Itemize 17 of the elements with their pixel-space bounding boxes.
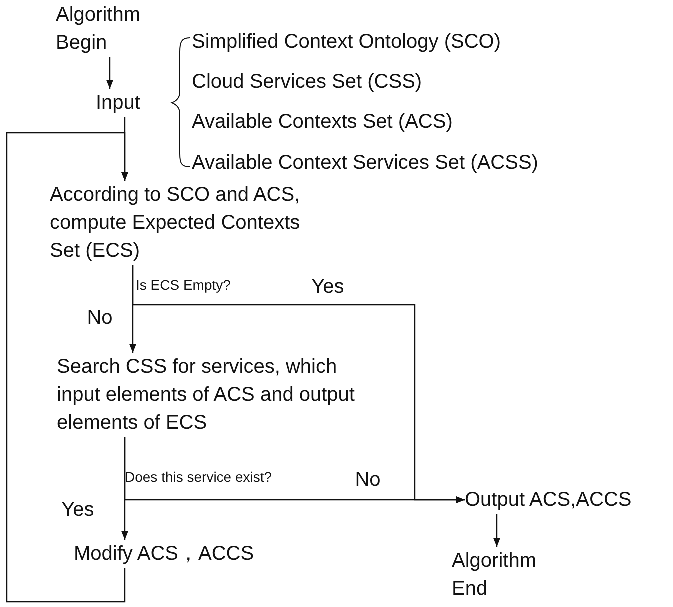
arrow: [106, 57, 114, 89]
step-text: Input: [96, 89, 140, 117]
step-text: Modify ACS，ACCS: [74, 540, 254, 568]
input-item: Cloud Services Set (CSS): [192, 70, 422, 94]
step-text: Algorithm End: [452, 547, 557, 603]
arrow: [6, 132, 128, 603]
decision-question: Does this service exist?: [125, 468, 272, 486]
step-text: Algorithm Begin: [56, 1, 161, 57]
arrow: [494, 514, 500, 547]
step-text: According to SCO and ACS, compute Expected Contexts Set (ECS): [50, 181, 312, 265]
decision-question: Is ECS Empty?: [136, 276, 231, 294]
arrow: [124, 437, 465, 504]
step-text: Output ACS,ACCS: [465, 486, 632, 514]
step-text: Search CSS for services, which input elements of ACS and output elements of ECS: [57, 353, 379, 437]
input-item: Simplified Context Ontology (SCO): [192, 30, 502, 54]
input-item: Available Contexts Set (ACS): [192, 110, 453, 134]
input-item: Available Context Services Set (ACSS): [192, 151, 538, 175]
